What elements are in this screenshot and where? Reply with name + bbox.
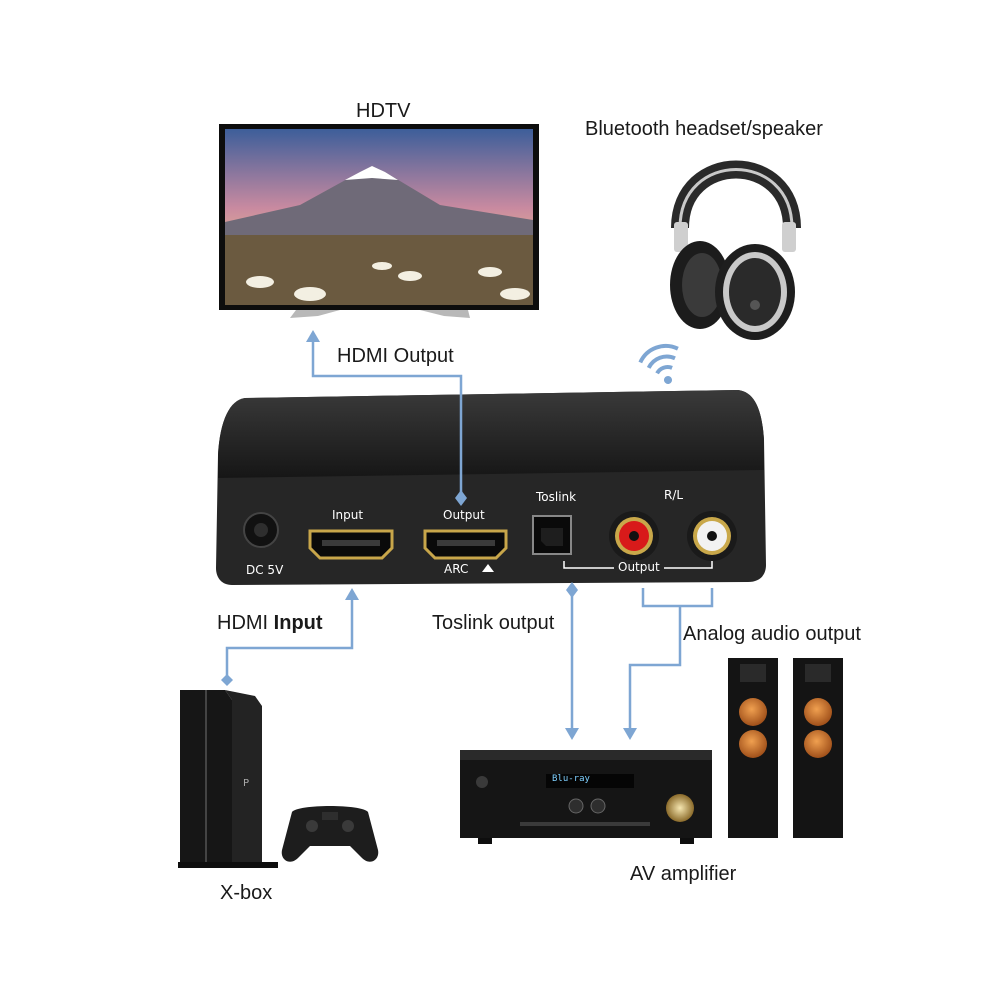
av-amplifier-image	[460, 750, 712, 844]
svg-text:P: P	[243, 778, 249, 789]
headphones-image	[670, 160, 801, 340]
toslink-port-label: Toslink	[536, 490, 577, 504]
speaker-left-image	[728, 658, 778, 838]
hdmi-input-bold: Input	[273, 612, 323, 634]
hdmi-extractor-box	[216, 390, 766, 585]
hdmi-output-label: HDMI Output	[337, 345, 454, 367]
speaker-right-image	[793, 658, 843, 838]
wireless-signal-icon	[638, 343, 679, 384]
arc-label: ARC	[444, 562, 469, 576]
amplifier-display: Blu-ray	[552, 774, 590, 784]
toslink-output-label: Toslink output	[432, 612, 555, 634]
hdmi-input-prefix: HDMI	[217, 612, 274, 634]
analog-output-label: Analog audio output	[683, 623, 861, 645]
xbox-label: X-box	[220, 882, 273, 904]
rca-right-port	[609, 511, 659, 561]
rl-label: R/L	[664, 488, 684, 502]
game-console-image: P	[178, 690, 379, 868]
hdmi-input-label: HDMI Input	[217, 612, 323, 635]
connector-lines	[221, 330, 714, 740]
bluetooth-label: Bluetooth headset/speaker	[585, 118, 823, 140]
av-amplifier-label: AV amplifier	[630, 863, 737, 885]
arc-triangle-icon	[482, 564, 494, 572]
input-port-label: Input	[332, 508, 364, 522]
audio-output-label: Output	[614, 560, 664, 574]
dc-label: DC 5V	[246, 563, 284, 577]
output-port-label: Output	[443, 508, 485, 522]
rca-left-port	[687, 511, 737, 561]
hdtv-label: HDTV	[356, 100, 411, 122]
hdtv-image	[219, 124, 539, 318]
